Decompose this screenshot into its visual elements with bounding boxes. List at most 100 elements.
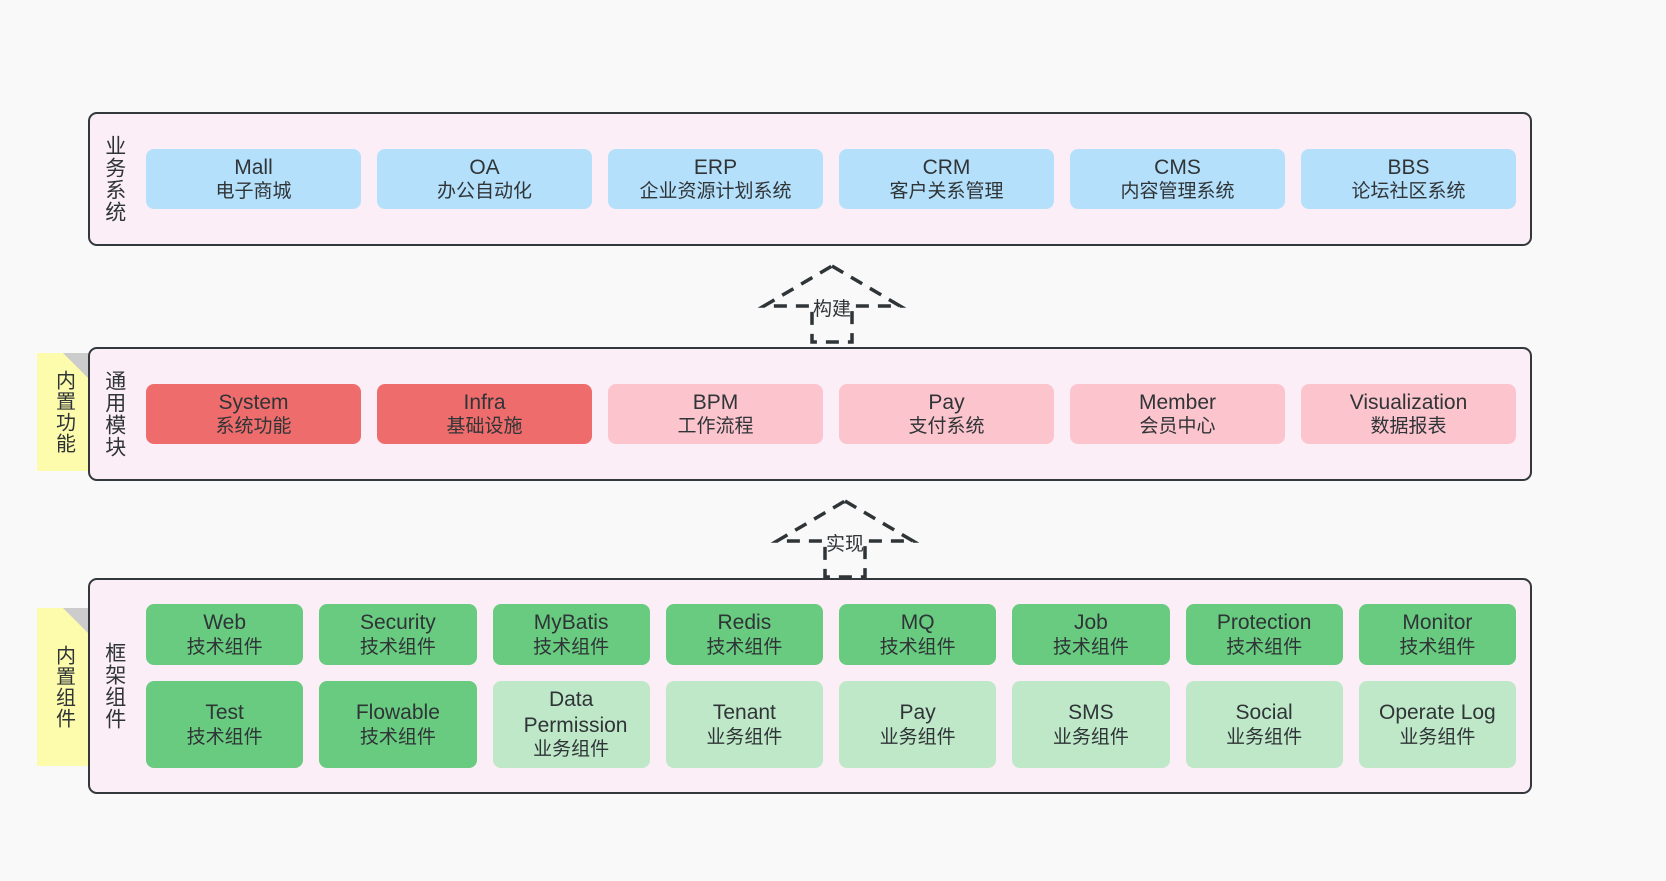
node-title: Monitor <box>1402 611 1473 635</box>
node-subtitle: 会员中心 <box>1139 416 1216 438</box>
node-title: CRM <box>922 155 971 179</box>
node-row: System 系统功能 Infra 基础设施 BPM 工作流程 Pay 支付系统… <box>146 383 1516 445</box>
node-title: MyBatis <box>533 611 609 635</box>
node-title: Redis <box>717 611 772 635</box>
node-subtitle: 客户关系管理 <box>889 181 1004 203</box>
node-subtitle: 业务组件 <box>1226 726 1303 748</box>
node-subtitle: 技术组件 <box>186 637 263 659</box>
node-title: Data Permission <box>523 688 628 737</box>
node-subtitle: 企业资源计划系统 <box>639 181 792 203</box>
node-mybatis[interactable]: MyBatis 技术组件 <box>492 604 650 666</box>
node-title: OA <box>469 155 500 179</box>
layer-framework-components: 框架组件 Web 技术组件 Security 技术组件 MyBatis 技术组件… <box>88 578 1532 794</box>
node-subtitle: 技术组件 <box>533 637 610 659</box>
layer-title-common-modules: 通用模块 <box>102 370 126 458</box>
node-title: Visualization <box>1349 390 1468 414</box>
sticky-note-builtin-functions: 内置功能 <box>37 353 89 471</box>
node-title: Tenant <box>712 700 776 724</box>
node-subtitle: 基础设施 <box>446 416 523 438</box>
node-subtitle: 业务组件 <box>1399 726 1476 748</box>
layer-body-business-systems: Mall 电子商城 OA 办公自动化 ERP 企业资源计划系统 CRM 客户关系… <box>138 114 1530 244</box>
node-data-permission[interactable]: Data Permission 业务组件 <box>492 681 650 768</box>
node-crm[interactable]: CRM 客户关系管理 <box>839 148 1054 210</box>
node-pay-component[interactable]: Pay 业务组件 <box>839 681 997 768</box>
node-subtitle: 技术组件 <box>1052 637 1129 659</box>
node-subtitle: 技术组件 <box>359 637 436 659</box>
node-title: Member <box>1138 390 1217 414</box>
node-row: Test 技术组件 Flowable 技术组件 Data Permission … <box>146 681 1516 768</box>
node-subtitle: 支付系统 <box>908 416 985 438</box>
layer-common-modules: 通用模块 System 系统功能 Infra 基础设施 BPM 工作流程 Pay… <box>88 347 1532 481</box>
node-title: Protection <box>1216 611 1312 635</box>
node-row: Mall 电子商城 OA 办公自动化 ERP 企业资源计划系统 CRM 客户关系… <box>146 148 1516 210</box>
layer-title-framework-components: 框架组件 <box>102 642 126 730</box>
node-protection[interactable]: Protection 技术组件 <box>1185 604 1343 666</box>
node-title: MQ <box>900 611 935 635</box>
node-operate-log[interactable]: Operate Log 业务组件 <box>1358 681 1516 768</box>
node-title: CMS <box>1154 155 1201 179</box>
node-subtitle: 业务组件 <box>706 726 783 748</box>
node-subtitle: 系统功能 <box>215 416 292 438</box>
layer-title-business-systems: 业务系统 <box>102 135 126 223</box>
node-title: ERP <box>693 155 738 179</box>
connector-implement: 实现 <box>765 495 925 581</box>
node-web[interactable]: Web 技术组件 <box>146 604 304 666</box>
node-erp[interactable]: ERP 企业资源计划系统 <box>608 148 823 210</box>
node-title: System <box>218 390 289 414</box>
layer-body-framework-components: Web 技术组件 Security 技术组件 MyBatis 技术组件 Redi… <box>138 580 1530 792</box>
build-arrow-icon <box>757 263 907 344</box>
node-subtitle: 技术组件 <box>879 637 956 659</box>
node-visualization[interactable]: Visualization 数据报表 <box>1301 383 1516 445</box>
layer-business-systems: 业务系统 Mall 电子商城 OA 办公自动化 ERP 企业资源计划系统 CRM… <box>88 112 1532 246</box>
node-bpm[interactable]: BPM 工作流程 <box>608 383 823 445</box>
node-sms[interactable]: SMS 业务组件 <box>1012 681 1170 768</box>
connector-label: 实现 <box>825 534 865 555</box>
node-title: Mall <box>234 155 273 179</box>
node-title: Operate Log <box>1378 700 1496 724</box>
node-test[interactable]: Test 技术组件 <box>146 681 304 768</box>
node-title: Security <box>359 611 436 635</box>
node-subtitle: 电子商城 <box>215 181 292 203</box>
node-system[interactable]: System 系统功能 <box>146 383 361 445</box>
node-subtitle: 办公自动化 <box>436 181 532 203</box>
node-monitor[interactable]: Monitor 技术组件 <box>1358 604 1516 666</box>
node-title: Pay <box>899 700 936 724</box>
node-infra[interactable]: Infra 基础设施 <box>377 383 592 445</box>
node-title: SMS <box>1068 700 1114 724</box>
node-subtitle: 技术组件 <box>706 637 783 659</box>
node-subtitle: 内容管理系统 <box>1120 181 1235 203</box>
node-title: Flowable <box>355 700 440 724</box>
node-title: Test <box>205 700 244 724</box>
node-subtitle: 工作流程 <box>677 416 754 438</box>
node-title: BPM <box>692 390 739 414</box>
node-job[interactable]: Job 技术组件 <box>1012 604 1170 666</box>
implement-arrow-icon <box>770 498 920 579</box>
node-subtitle: 技术组件 <box>186 726 263 748</box>
node-security[interactable]: Security 技术组件 <box>319 604 477 666</box>
node-mq[interactable]: MQ 技术组件 <box>839 604 997 666</box>
node-member[interactable]: Member 会员中心 <box>1070 383 1285 445</box>
node-title: Social <box>1235 700 1293 724</box>
sticky-fold-icon <box>63 353 89 379</box>
node-bbs[interactable]: BBS 论坛社区系统 <box>1301 148 1516 210</box>
node-title: Web <box>203 611 247 635</box>
node-cms[interactable]: CMS 内容管理系统 <box>1070 148 1285 210</box>
node-title: BBS <box>1387 155 1430 179</box>
node-social[interactable]: Social 业务组件 <box>1185 681 1343 768</box>
node-subtitle: 业务组件 <box>879 726 956 748</box>
node-title: Pay <box>928 390 965 414</box>
node-mall[interactable]: Mall 电子商城 <box>146 148 361 210</box>
node-pay-module[interactable]: Pay 支付系统 <box>839 383 1054 445</box>
connector-build: 构建 <box>752 260 912 346</box>
node-flowable[interactable]: Flowable 技术组件 <box>319 681 477 768</box>
node-tenant[interactable]: Tenant 业务组件 <box>665 681 823 768</box>
node-row: Web 技术组件 Security 技术组件 MyBatis 技术组件 Redi… <box>146 604 1516 666</box>
node-subtitle: 数据报表 <box>1370 416 1447 438</box>
connector-label: 构建 <box>812 299 852 320</box>
sticky-note-builtin-components: 内置组件 <box>37 608 89 766</box>
sticky-note-label: 内置功能 <box>52 370 75 454</box>
node-oa[interactable]: OA 办公自动化 <box>377 148 592 210</box>
node-redis[interactable]: Redis 技术组件 <box>665 604 823 666</box>
node-title: Infra <box>463 390 506 414</box>
